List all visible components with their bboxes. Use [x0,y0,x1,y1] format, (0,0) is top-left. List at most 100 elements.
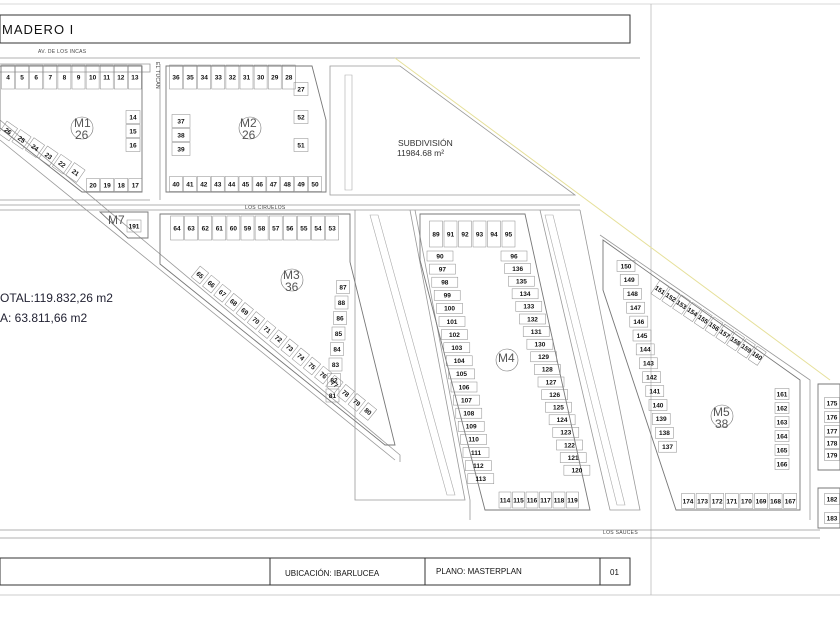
lot-m2_left-2: 39 [171,142,191,156]
lot-m1_right-0: 14 [125,110,141,124]
lot-number: 113 [476,476,487,483]
lot-number: 36 [172,74,180,81]
lot-number: 143 [643,361,654,368]
lot-m5_left-12: 138 [655,427,674,439]
lot-number: 162 [777,405,788,412]
lot-number: 34 [201,74,209,81]
street-label-tucan: EL TUCAN [154,62,160,89]
lot-number: 81 [329,393,337,400]
lot-m3_top-11: 53 [325,215,339,241]
lot-m4_bottom-3: 117 [539,491,552,509]
lot-m1_left-4: 22 [52,153,72,175]
lot-m3_top-1: 63 [184,215,198,241]
lot-m4_left-1: 97 [429,263,456,275]
lot-number: 41 [186,181,194,188]
lot-number: 147 [630,305,641,312]
lot-number: 118 [554,497,565,504]
lot-m5_left-7: 143 [639,357,658,370]
lot-m1_top-4: 8 [57,64,72,90]
lot-m4_left-14: 110 [460,434,487,445]
lot-m4_left-16: 112 [465,460,492,471]
lot-m5_left-4: 146 [629,315,649,328]
lot-number: 7 [48,74,52,81]
lot-number: 65 [194,271,204,281]
lot-m3_diag-7: 72 [269,329,288,348]
lot-m5_right-2: 163 [774,416,790,428]
lot-number: 23 [43,152,53,162]
lot-m4_left-3: 99 [433,290,461,301]
lot-m5_left-8: 142 [642,371,661,383]
lot-number: 171 [726,498,737,505]
block-m5-count: 38 [715,417,729,431]
lot-m4_left-12: 108 [455,407,483,419]
lot-number: 31 [243,74,251,81]
lot-number: 150 [621,263,632,270]
lot-m4_left-9: 105 [448,368,475,380]
lot-m4_right-4: 133 [515,301,543,312]
lot-number: 142 [646,375,657,382]
lot-number: 129 [538,354,549,361]
lot-m1_top-2: 6 [29,64,43,90]
lot-number: 136 [512,266,523,273]
lot-number: 14 [129,114,137,121]
lot-m4_left-7: 103 [443,342,471,353]
lot-m4_right-2: 135 [508,275,535,287]
lot-number: 114 [500,497,511,504]
lot-m4_top-2: 92 [458,220,472,248]
lot-m4_bottom-0: 114 [498,491,512,509]
lot-m3_top-6: 58 [254,215,269,241]
lot-m4_left-4: 100 [436,303,463,314]
lot-m3_diag-5: 70 [246,311,266,330]
lot-number: 93 [476,231,484,238]
lot-number: 111 [471,450,482,457]
lot-number: 165 [777,447,788,454]
lot-m2_top-0: 36 [169,64,183,90]
lot-number: 75 [306,362,316,372]
lot-number: 169 [756,498,767,505]
lot-m4_right-10: 127 [537,376,565,388]
lot-m1_top-7: 11 [99,64,114,90]
lot-m3_right-5: 83 [328,357,343,372]
lot-number: 56 [286,225,294,232]
lot-number: 83 [332,362,340,369]
lot-m1_left-2: 24 [25,137,45,158]
lot-number: 33 [215,74,223,81]
lot-number: 5 [20,74,24,81]
lot-m4_right-7: 130 [526,338,554,350]
lot-m2_bottom-8: 48 [280,176,294,192]
lot-number: 134 [520,291,531,298]
lot-m4_left-17: 113 [467,473,495,484]
lot-number: 59 [244,225,252,232]
lot-m3_right-4: 84 [330,342,344,356]
lot-m5_right-4: 165 [774,444,790,456]
lot-number: 46 [256,181,264,188]
lot-number: 68 [228,298,238,308]
lot-number: 6 [34,74,38,81]
lot-m2_right-2: 51 [293,138,309,152]
lot-m5_left-1: 149 [619,274,639,286]
lot-number: 127 [546,379,557,386]
lot-m3_right-2: 86 [333,311,347,325]
lot-m1_top-0: 4 [1,64,15,90]
lot-number: 131 [531,329,542,336]
lot-m5_right-0: 161 [774,388,790,400]
lot-number: 103 [451,345,462,352]
lot-number: 8 [63,74,67,81]
lot-m5_bottom-7: 167 [783,493,797,509]
lot-number: 45 [242,181,250,188]
lot-m4_left-8: 104 [445,355,473,367]
lot-m2_top-5: 31 [239,64,254,90]
lot-number: 74 [295,353,305,363]
lot-m1_left-5: 21 [65,162,86,183]
lot-number: 79 [351,398,361,408]
lot-m4_top-4: 94 [487,220,501,248]
lot-number: 182 [827,496,838,503]
lot-number: 60 [230,225,238,232]
lot-number: 163 [777,419,788,426]
lot-number: 24 [30,143,40,153]
lot-number: 110 [468,437,479,444]
lot-m3_diag-6: 71 [258,320,277,339]
lot-m2_right-1: 52 [293,110,309,124]
lot-m4_right-16: 121 [559,452,587,463]
lot-m5_left-10: 140 [648,399,668,411]
